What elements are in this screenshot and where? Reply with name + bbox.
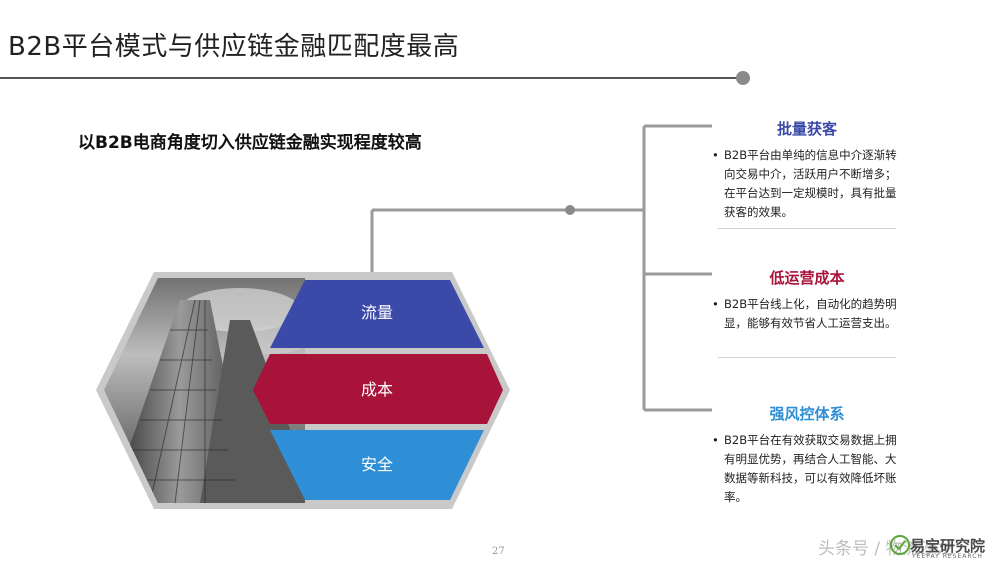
watermark: 头条号 / 物流沙龙 bbox=[818, 539, 954, 559]
page-number: 27 bbox=[492, 546, 505, 557]
bullet: • bbox=[712, 433, 719, 447]
page-title: B2B平台模式与供应链金融匹配度最高 bbox=[8, 32, 460, 62]
card-batch-acquisition: 批量获客 • B2B平台由单纯的信息中介逐渐转向交易中介，活跃用户不断增多；在平… bbox=[712, 118, 902, 222]
card-title: 低运营成本 bbox=[769, 269, 845, 287]
card-divider bbox=[718, 357, 896, 358]
logo-icon bbox=[890, 535, 910, 555]
bullet: • bbox=[712, 148, 719, 162]
card-title: 批量获客 bbox=[776, 120, 837, 138]
card-title: 强风控体系 bbox=[769, 405, 845, 423]
card-text: B2B平台由单纯的信息中介逐渐转向交易中介，活跃用户不断增多；在平台达到一定规模… bbox=[724, 148, 897, 219]
subtitle: 以B2B电商角度切入供应链金融实现程度较高 bbox=[78, 133, 422, 153]
card-text: B2B平台线上化，自动化的趋势明显，能够有效节省人工运营支出。 bbox=[724, 297, 897, 330]
logo-text: 易宝研究院 bbox=[910, 537, 986, 555]
segment-cost-label: 成本 bbox=[361, 380, 393, 399]
card-low-cost: 低运营成本 • B2B平台线上化，自动化的趋势明显，能够有效节省人工运营支出。 bbox=[712, 267, 902, 333]
segment-security bbox=[270, 430, 484, 500]
bullet: • bbox=[712, 297, 719, 311]
card-risk-control: 强风控体系 • B2B平台在有效获取交易数据上拥有明显优势，再结合人工智能、大数… bbox=[712, 403, 902, 507]
title-divider-dot bbox=[736, 71, 750, 85]
card-text: B2B平台在有效获取交易数据上拥有明显优势，再结合人工智能、大数据等新科技，可以… bbox=[724, 433, 897, 504]
card-divider bbox=[718, 228, 896, 229]
segment-traffic-label: 流量 bbox=[361, 303, 393, 322]
segment-security-label: 安全 bbox=[361, 455, 393, 474]
segment-cost bbox=[253, 354, 503, 424]
logo-subtext: YEEPAY RESEARCH bbox=[912, 553, 983, 560]
title-divider bbox=[0, 77, 740, 79]
connector-lines bbox=[370, 124, 712, 412]
segment-traffic bbox=[270, 280, 484, 348]
